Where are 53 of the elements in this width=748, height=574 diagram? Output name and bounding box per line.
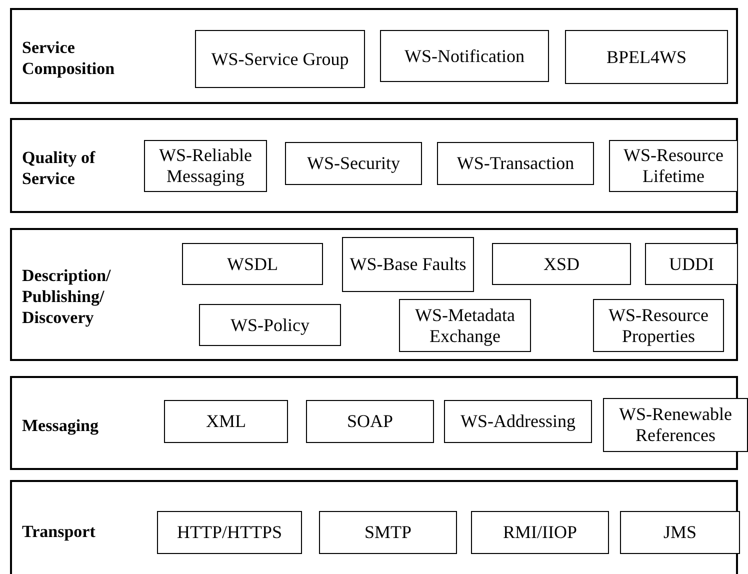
spec-name: WS-Service Group [211,48,349,70]
spec-box [195,30,365,88]
layer-heading: Description/ Publishing/ Discovery [22,265,112,328]
spec-name: WS-Transaction [456,153,574,174]
spec-box [164,400,288,443]
spec-box [609,140,738,192]
spec-name: WS-Resource Properties [608,304,710,346]
spec-name: XSD [543,254,580,274]
spec-box [492,243,631,285]
spec-name: WS-Base Faults [350,254,466,275]
spec-box [144,140,267,192]
layer-band [10,8,738,104]
layer-heading: Transport [22,520,96,542]
spec-box [603,398,748,452]
spec-box [182,243,323,285]
spec-box [444,400,592,443]
spec-box [285,142,422,185]
spec-name: WS-Renewable References [618,404,733,446]
spec-box [199,304,341,346]
spec-name: SMTP [364,522,412,543]
layer-band [10,118,738,213]
layer-band [10,480,738,574]
spec-name: WS-Metadata Exchange [414,304,516,346]
spec-name: RMI/IIOP [502,522,577,543]
spec-name: UDDI [669,254,714,274]
spec-box [471,511,609,554]
layer-band [10,228,738,361]
spec-name: XML [206,411,246,432]
spec-box [565,30,728,84]
spec-name: JMS [663,522,697,543]
spec-box [342,237,474,292]
spec-name: WSDL [227,254,278,274]
spec-box [306,400,434,443]
spec-box [157,511,302,554]
spec-box [620,511,740,554]
layer-heading: Messaging [22,414,100,436]
spec-name: HTTP/HTTPS [176,522,282,543]
spec-box [645,243,738,285]
spec-name: WS-Addressing [460,411,576,432]
spec-box [437,142,594,185]
spec-box [593,299,724,352]
spec-name: BPEL4WS [606,46,686,68]
layer-heading: Quality of Service [22,146,96,188]
spec-name: WS-Policy [230,314,310,336]
spec-box [380,30,549,82]
spec-box [319,511,457,554]
spec-name: SOAP [346,411,394,432]
spec-name: WS-Security [307,153,400,174]
spec-name: WS-Resource Lifetime [622,145,724,187]
spec-name: WS-Reliable Messaging [158,145,253,187]
spec-box [399,299,531,352]
layer-heading: Service Composition [22,37,116,79]
spec-name: WS-Notification [404,46,524,66]
